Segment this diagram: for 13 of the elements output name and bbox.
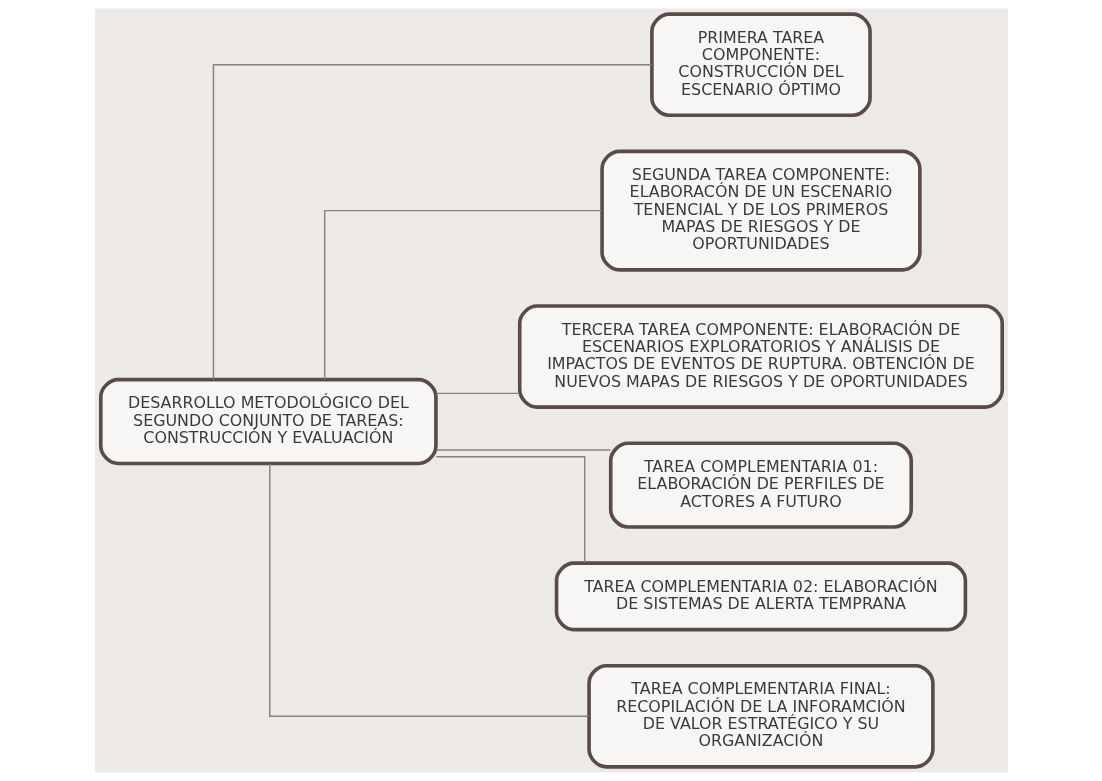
node-box: TAREA COMPLEMENTARIA FINAL: RECOPILACIÓN DE LA INFORAMCIÓN DE VALOR ESTRATÉGICO Y SU ORGANIZACIÓN [586,663,935,769]
node-box: SEGUNDA TAREA COMPONENTE: ELABORACÓN DE UN ESCENARIO TENENCIAL Y DE LOS PRIMEROS MAPAS DE RIESGOS Y DE OPORTUNIDADES [599,149,922,272]
node-box: DESARROLLO METODOLÓGICO DEL SEGUNDO CONJUNTO DE TAREAS: CONSTRUCCIÓN Y EVALUACIÓN [98,377,438,466]
connector [268,463,589,717]
node-box: TERCERA TAREA COMPONENTE: ELABORACIÓN DE ESCENARIOS EXPLORATORIOS Y ANÁLISIS DE IMPACTOS DE EVENTOS DE RUPTURA. OBTENCIÓN DE NUEVOS MAPAS DE RIESGOS Y DE OPORTUNIDADES [517,304,1004,409]
node-box: TAREA COMPLEMENTARIA 02: ELABORACIÓN DE SISTEMAS DE ALERTA TEMPRANA [554,561,967,632]
connector [435,449,611,451]
connector [435,392,520,395]
node-box: TAREA COMPLEMENTARIA 01: ELABORACIÓN DE PERFILES DE ACTORES A FUTURO [608,441,913,529]
connector [212,64,652,380]
connector [323,209,602,381]
node-box: PRIMERA TAREA COMPONENTE: CONSTRUCCIÓN DEL ESCENARIO ÓPTIMO [649,12,872,118]
connector [435,456,585,564]
